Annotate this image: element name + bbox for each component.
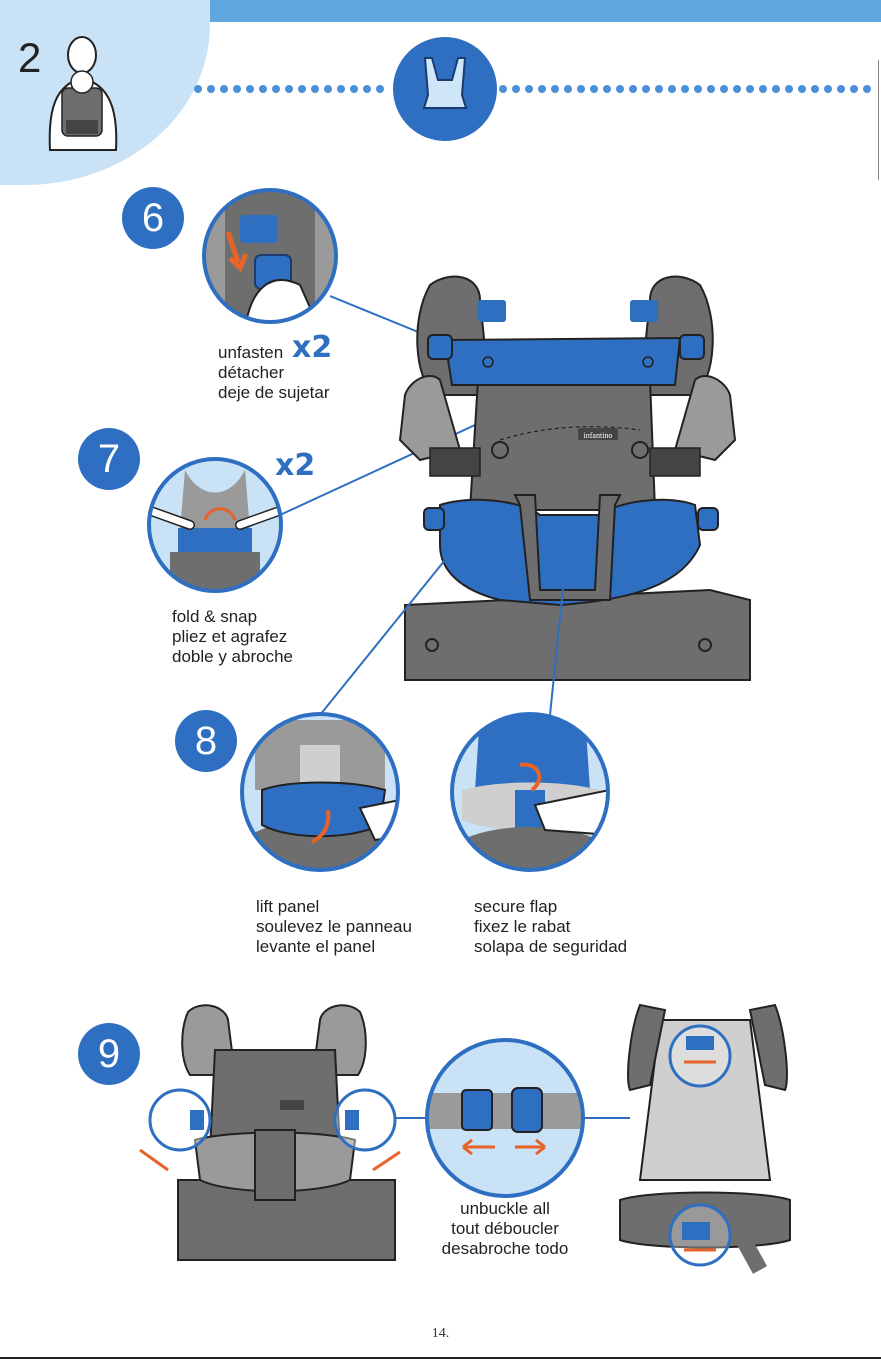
dot [233,85,241,93]
dot [350,85,358,93]
dot [694,85,702,93]
step-7-multiplier: x2 [275,448,315,483]
dot [642,85,650,93]
dot [798,85,806,93]
step-7-labels: fold & snap pliez et agrafez doble y abr… [172,607,293,667]
dot [863,85,871,93]
brand-logo: infantino [584,431,613,440]
step-6-label-fr: détacher [218,363,330,383]
baby-carrier-main: infantino [400,277,750,680]
dot [746,85,754,93]
dot [577,85,585,93]
dot [512,85,520,93]
step-6-labels: unfasten détacher deje de sujetar [218,343,330,403]
step-8-right-label-fr: fixez le rabat [474,917,627,937]
dot [324,85,332,93]
dot [376,85,384,93]
step-6-number: 6 [122,187,184,249]
dot [194,85,202,93]
step-7-label-en: fold & snap [172,607,293,627]
bottom-rule [0,1357,881,1359]
step-8-left-label-es: levante el panel [256,937,412,957]
step-8-right-label-es: solapa de seguridad [474,937,627,957]
step-9-label-fr: tout déboucler [420,1219,590,1239]
dot [363,85,371,93]
dot [655,85,663,93]
dot [564,85,572,93]
step-9-label-es: desabroche todo [420,1239,590,1259]
step-6-label-es: deje de sujetar [218,383,330,403]
dot [668,85,676,93]
dot [246,85,254,93]
dot [259,85,267,93]
step-9-label-en: unbuckle all [420,1199,590,1219]
dot [590,85,598,93]
step-7-label-fr: pliez et agrafez [172,627,293,647]
dot [785,85,793,93]
dot [499,85,507,93]
dot [220,85,228,93]
dot [298,85,306,93]
dot [603,85,611,93]
dot [850,85,858,93]
step-8-number: 8 [175,710,237,772]
dot [707,85,715,93]
dot [616,85,624,93]
step-8-left-label-fr: soulevez le panneau [256,917,412,937]
dot [837,85,845,93]
dot [285,85,293,93]
step-8-left-label-en: lift panel [256,897,412,917]
step-8-right-labels: secure flap fixez le rabat solapa de seg… [474,897,627,957]
dot [272,85,280,93]
step-8-left-labels: lift panel soulevez le panneau levante e… [256,897,412,957]
dot [811,85,819,93]
dot [551,85,559,93]
dot [824,85,832,93]
dot [525,85,533,93]
dot [207,85,215,93]
double-arrow-icon [140,1150,168,1170]
step-9-number: 9 [78,1023,140,1085]
dot [538,85,546,93]
dot [759,85,767,93]
dot [733,85,741,93]
dot [311,85,319,93]
dot [629,85,637,93]
dot [720,85,728,93]
step-7-number: 7 [78,428,140,490]
dot [337,85,345,93]
step-7-label-es: doble y abroche [172,647,293,667]
page-number: 14. [0,1326,881,1342]
dotted-line [194,85,871,93]
parent-carrying-baby-icon [50,37,117,150]
dot [772,85,780,93]
step-8-right-label-en: secure flap [474,897,627,917]
step-6-label-en: unfasten [218,343,330,363]
dot [681,85,689,93]
step-9-labels: unbuckle all tout déboucler desabroche t… [420,1199,590,1259]
